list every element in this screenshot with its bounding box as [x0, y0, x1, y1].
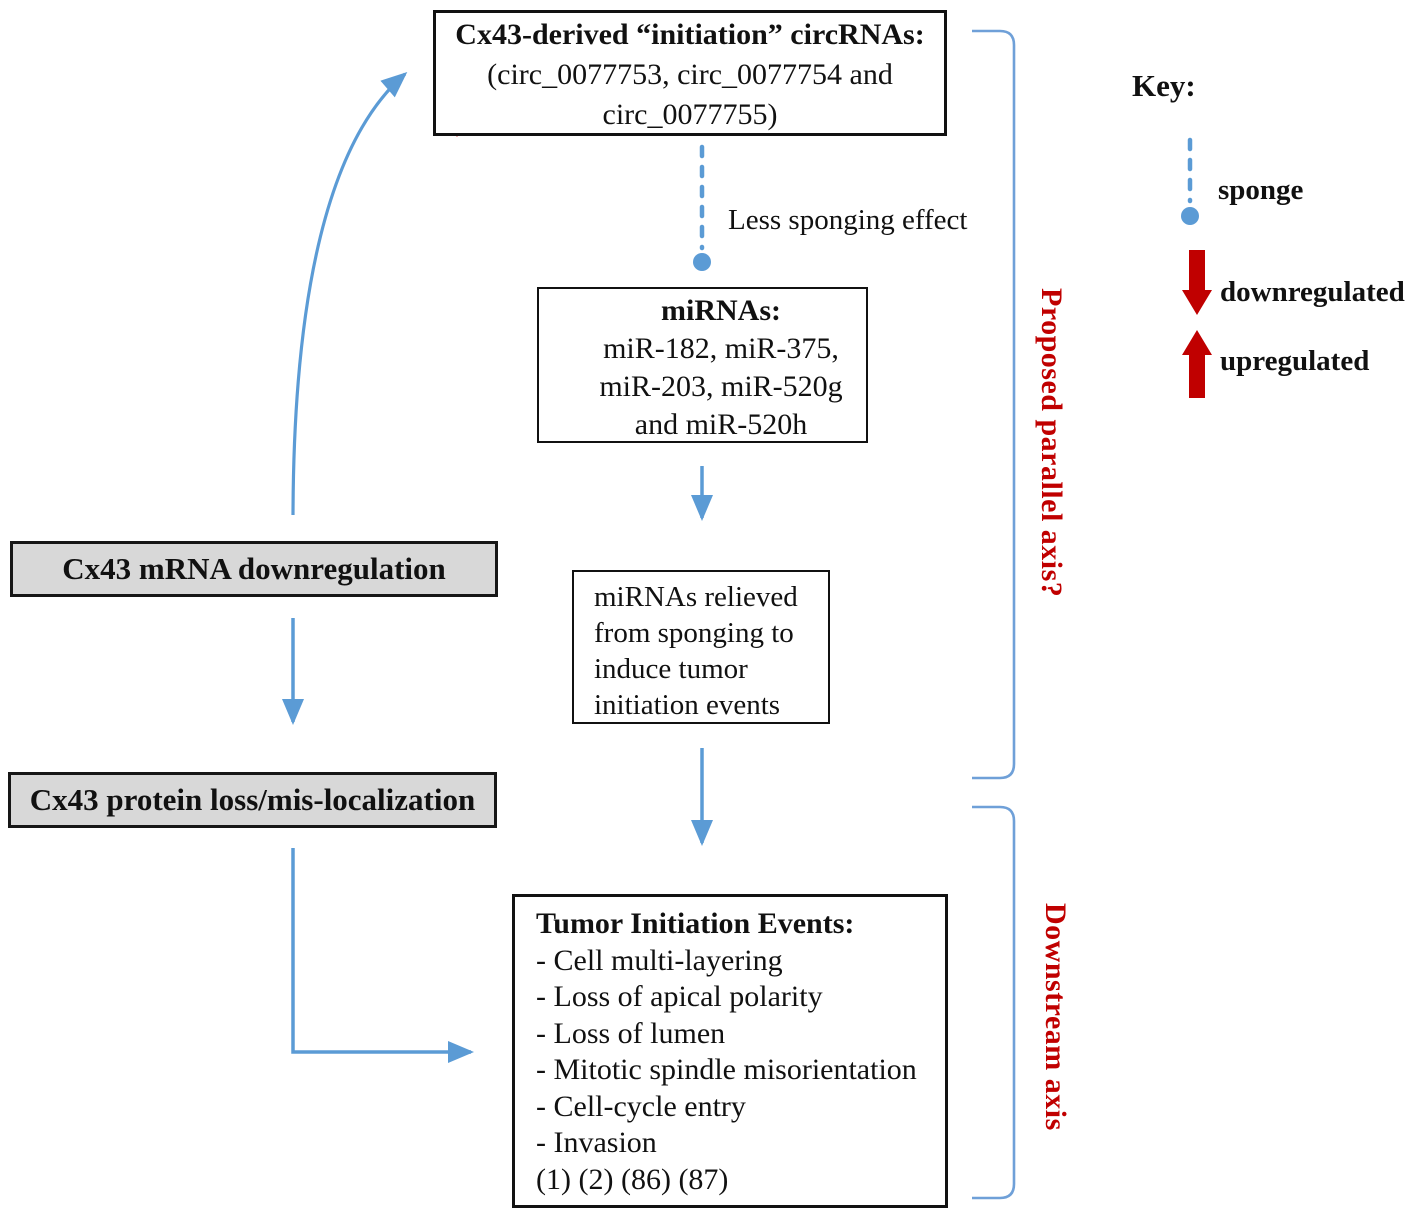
- tumor-event-item: - Cell-cycle entry: [536, 1089, 746, 1123]
- curved-flow-arrow-icon: [291, 72, 408, 516]
- tumor-events-box: Tumor Initiation Events: - Cell multi-la…: [512, 894, 948, 1208]
- protein-to-tumor-arrow-icon: [291, 848, 474, 1063]
- mirnas-box: miRNAs: miR-182, miR-375, miR-203, miR-5…: [537, 287, 868, 443]
- tumor-box-title: Tumor Initiation Events:: [536, 907, 855, 940]
- mirnas-box-line2: miR-203, miR-520g: [599, 370, 843, 403]
- tumor-event-item: - Loss of apical polarity: [536, 980, 823, 1013]
- tumor-event-item: - Mitotic spindle misorientation: [536, 1053, 917, 1086]
- circrna-box: Cx43-derived “initiation” circRNAs: (cir…: [433, 10, 947, 136]
- protein-loss-box: Cx43 protein loss/mis-localization: [8, 772, 497, 828]
- key-title: Key:: [1132, 68, 1196, 103]
- mrna-downregulation-label: Cx43 mRNA downregulation: [62, 551, 446, 586]
- sponge-dot-icon: [693, 253, 711, 271]
- circrna-box-title: Cx43-derived “initiation” circRNAs:: [455, 18, 925, 51]
- relieved-box-line3: induce tumor: [594, 653, 748, 685]
- mirnas-box-line3: and miR-520h: [634, 408, 808, 441]
- key-sponge-dot-icon: [1181, 207, 1199, 225]
- protein-loss-label: Cx43 protein loss/mis-localization: [29, 782, 476, 817]
- tumor-event-item: - Invasion: [536, 1126, 657, 1159]
- key-upregulated-arrow-icon: [1182, 330, 1212, 398]
- relieved-box-line4: initiation events: [594, 689, 781, 721]
- parallel-axis-bracket-icon: [972, 29, 1016, 780]
- relieved-box-line1: miRNAs relieved: [594, 581, 798, 613]
- tumor-event-item: - Loss of lumen: [536, 1016, 726, 1050]
- downstream-axis-bracket-icon: [972, 805, 1016, 1200]
- key-downregulated-label: downregulated: [1220, 276, 1405, 308]
- circrna-box-line2: circ_0077755): [602, 98, 778, 131]
- key-upregulated-label: upregulated: [1220, 345, 1370, 377]
- mrna-downregulation-box: Cx43 mRNA downregulation: [10, 541, 498, 597]
- parallel-axis-label: Proposed parallel axis?: [1035, 288, 1068, 598]
- less-sponging-label: Less sponging effect: [728, 204, 968, 236]
- circrna-box-line1: (circ_0077753, circ_0077754 and: [487, 58, 893, 91]
- mirnas-box-title: miRNAs:: [661, 294, 781, 327]
- key-downregulated-arrow-icon: [1182, 250, 1212, 315]
- relieved-box: miRNAs relieved from sponging to induce …: [572, 570, 830, 724]
- relieved-box-line2: from sponging to: [594, 617, 794, 649]
- downstream-axis-label: Downstream axis: [1039, 903, 1072, 1131]
- tumor-event-item: - Cell multi-layering: [536, 943, 783, 977]
- key-sponge-label: sponge: [1218, 174, 1304, 206]
- mirnas-box-line1: miR-182, miR-375,: [603, 332, 839, 365]
- tumor-box-refs: (1) (2) (86) (87): [536, 1162, 729, 1196]
